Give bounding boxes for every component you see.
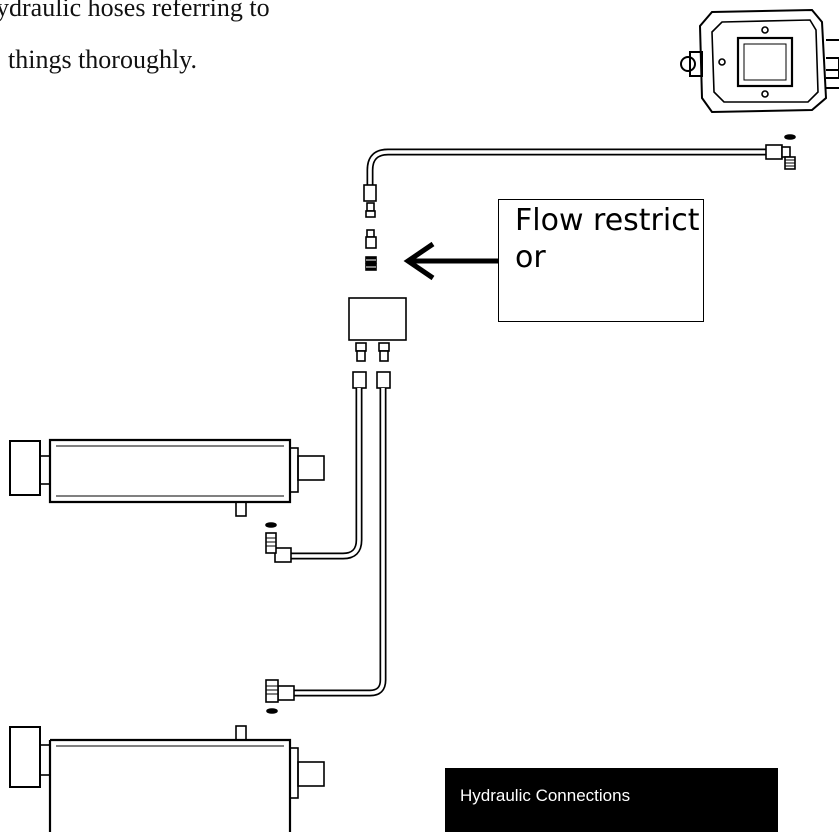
- manifold-fittings: [352, 342, 391, 389]
- diagram-caption: Hydraulic Connections: [445, 768, 778, 832]
- flow-restrictor-label: Flow restrictor: [498, 199, 704, 322]
- intro-line-1: ydraulic hoses referring to: [0, 0, 270, 22]
- callout-arrow: [403, 241, 500, 281]
- fitting-stack: [363, 184, 377, 271]
- hose-upper-cylinder: [265, 388, 363, 563]
- hydraulic-cylinder-lower: [9, 725, 325, 832]
- hydraulic-cylinder-upper: [9, 438, 325, 517]
- hose-pump-line: [366, 134, 796, 185]
- intro-line-2: things thoroughly.: [8, 45, 197, 74]
- pump-unit: [680, 8, 839, 114]
- manifold-block: [348, 297, 407, 341]
- hose-lower-cylinder: [265, 388, 387, 714]
